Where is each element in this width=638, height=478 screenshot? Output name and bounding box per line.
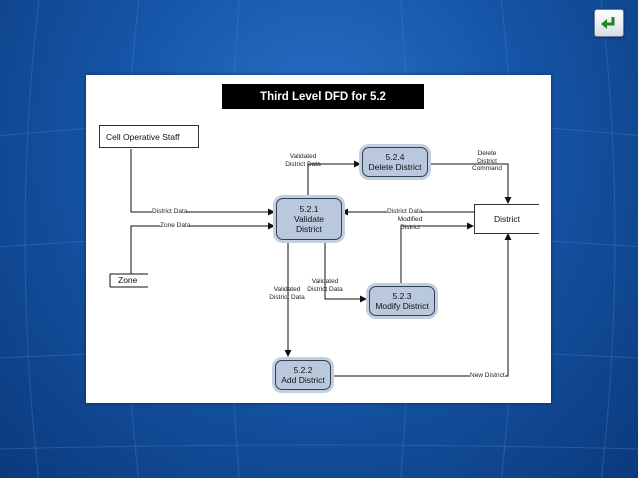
flow-validated-to-modify	[324, 240, 367, 303]
flow-label-zone-data: Zone Data	[160, 222, 191, 230]
data-store-zone: Zone	[118, 275, 138, 285]
flow-label-new-district: New District	[470, 372, 505, 380]
flow-label-modified-district: Modified District	[397, 216, 423, 231]
flow-label-district-data-return: District Data	[387, 208, 423, 216]
entity-label: Cell Operative Staff	[106, 131, 180, 142]
entity-label: District	[494, 214, 520, 224]
return-button[interactable]	[594, 9, 624, 37]
flow-modified-district	[400, 222, 474, 284]
process-5-2-2: 5.2.2 Add District	[275, 360, 331, 390]
process-id: 5.2.4	[385, 152, 405, 162]
process-5-2-4: 5.2.4 Delete District	[362, 147, 428, 177]
flow-label-validated-to-modify: Validated District Data	[307, 278, 343, 293]
flow-label-validated-to-add: Validated District Data	[269, 286, 305, 301]
flow-label-validated-to-delete: Validated District Data	[285, 153, 321, 168]
flow-district-data-in	[130, 149, 275, 216]
process-5-2-3: 5.2.3 Modify District	[369, 286, 435, 316]
flow-validated-to-delete	[307, 160, 361, 196]
process-id: 5.2.2	[293, 365, 313, 375]
process-id: 5.2.3	[392, 291, 412, 301]
flow-new-district	[330, 233, 512, 377]
process-5-2-1: 5.2.1 Validate District	[276, 198, 342, 240]
flow-delete-command	[427, 163, 512, 204]
process-name: Add District	[281, 375, 325, 385]
diagram-title: Third Level DFD for 5.2	[222, 84, 424, 109]
flow-zone-data	[130, 222, 275, 274]
process-name: Validate District	[293, 214, 325, 234]
entity-cell-operative-staff: Cell Operative Staff	[99, 125, 199, 148]
return-arrow-icon	[601, 17, 615, 29]
process-name: Delete District	[368, 162, 422, 172]
flow-label-delete-command: Delete District Command	[472, 150, 502, 172]
entity-district: District	[474, 204, 539, 234]
flow-label-district-data-in: District Data	[152, 208, 188, 216]
process-name: Modify District	[375, 301, 429, 311]
process-id: 5.2.1	[299, 204, 319, 214]
